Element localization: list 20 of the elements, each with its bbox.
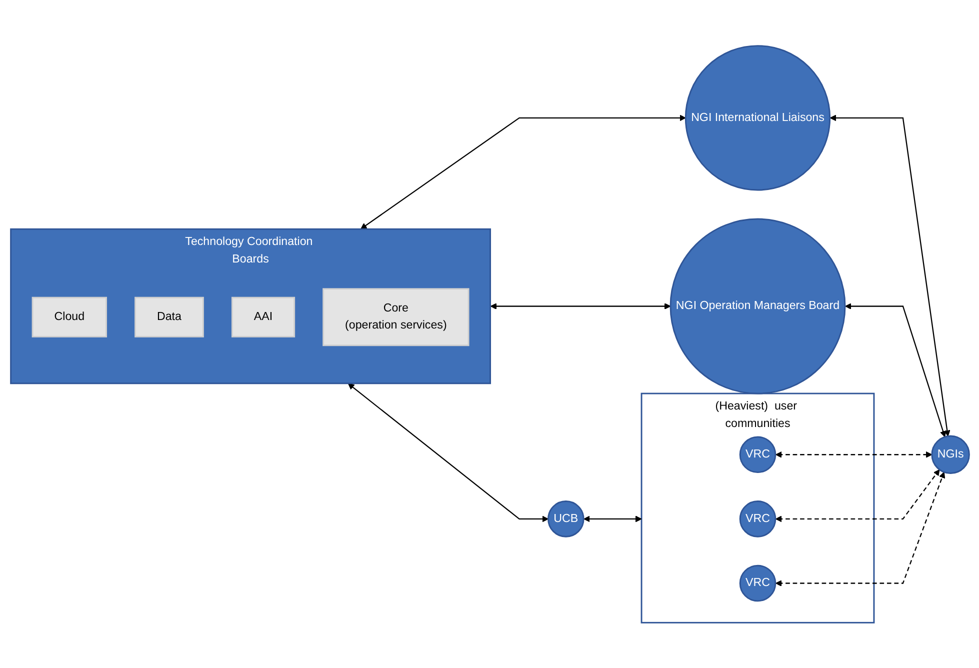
arrow (490, 302, 670, 310)
node-box: AAI (230, 296, 295, 338)
node-box: Cloud (31, 296, 107, 338)
node-circle: NGIs (930, 435, 970, 474)
node-circle: NGI Operation Managers Board (669, 218, 846, 394)
arrow (774, 472, 945, 586)
arrow (844, 302, 946, 437)
arrow (360, 114, 686, 229)
arrow (583, 516, 642, 522)
arrow (347, 383, 548, 522)
node-box: Core (operation services) (322, 288, 469, 346)
node-circle: VRC (738, 564, 776, 602)
arrow (774, 469, 940, 522)
node-box: Data (134, 296, 204, 338)
node-circle: NGI International Liaisons (684, 44, 830, 191)
node-circle: VRC (738, 500, 776, 538)
arrow (774, 451, 932, 458)
node-circle: VRC (738, 436, 776, 473)
arrow (829, 114, 950, 436)
node-circle: UCB (547, 500, 584, 538)
